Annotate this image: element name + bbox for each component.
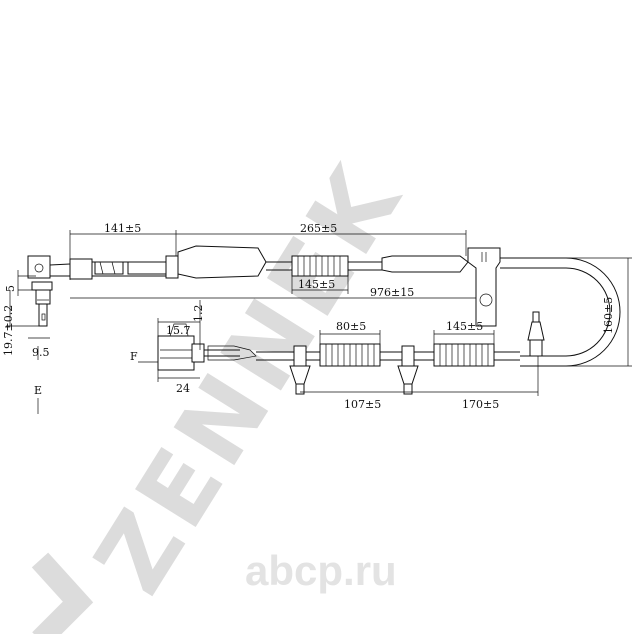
dim-5: 5	[4, 285, 17, 292]
watermark-chevron	[31, 552, 94, 634]
clip-2	[397, 345, 419, 395]
dim-976: 976±15	[370, 286, 414, 299]
dimension-lines	[6, 230, 632, 396]
dim-145-upper: 145±5	[298, 278, 335, 291]
clip-3	[527, 311, 545, 357]
sensor-head	[27, 255, 71, 327]
lower-cable	[157, 311, 545, 395]
dim-9-5: 9.5	[32, 346, 50, 359]
watermark-brand-text: ZENNEK	[74, 144, 426, 612]
dim-265: 265±5	[300, 222, 337, 235]
view-e-label: E	[34, 384, 42, 397]
dim-170: 170±5	[462, 398, 499, 411]
upper-cable	[69, 245, 621, 367]
dim-141: 141±5	[104, 222, 141, 235]
watermark-brand: ZENNEK	[74, 144, 426, 612]
dim-1-2: 1.2	[192, 305, 205, 323]
dim-160: 160±5	[602, 297, 615, 334]
site-logo: abcp.ru	[245, 547, 397, 594]
dim-145-lower: 145±5	[446, 320, 483, 333]
site-logo-text: abcp.ru	[245, 547, 397, 594]
dim-24: 24	[176, 382, 190, 395]
dim-15-7: 15.7	[166, 324, 191, 337]
clip-1	[289, 345, 311, 395]
dim-19-7: 19.7±0.2	[2, 305, 15, 356]
view-f-label: F	[130, 350, 138, 363]
dim-107: 107±5	[344, 398, 381, 411]
dim-80: 80±5	[336, 320, 366, 333]
